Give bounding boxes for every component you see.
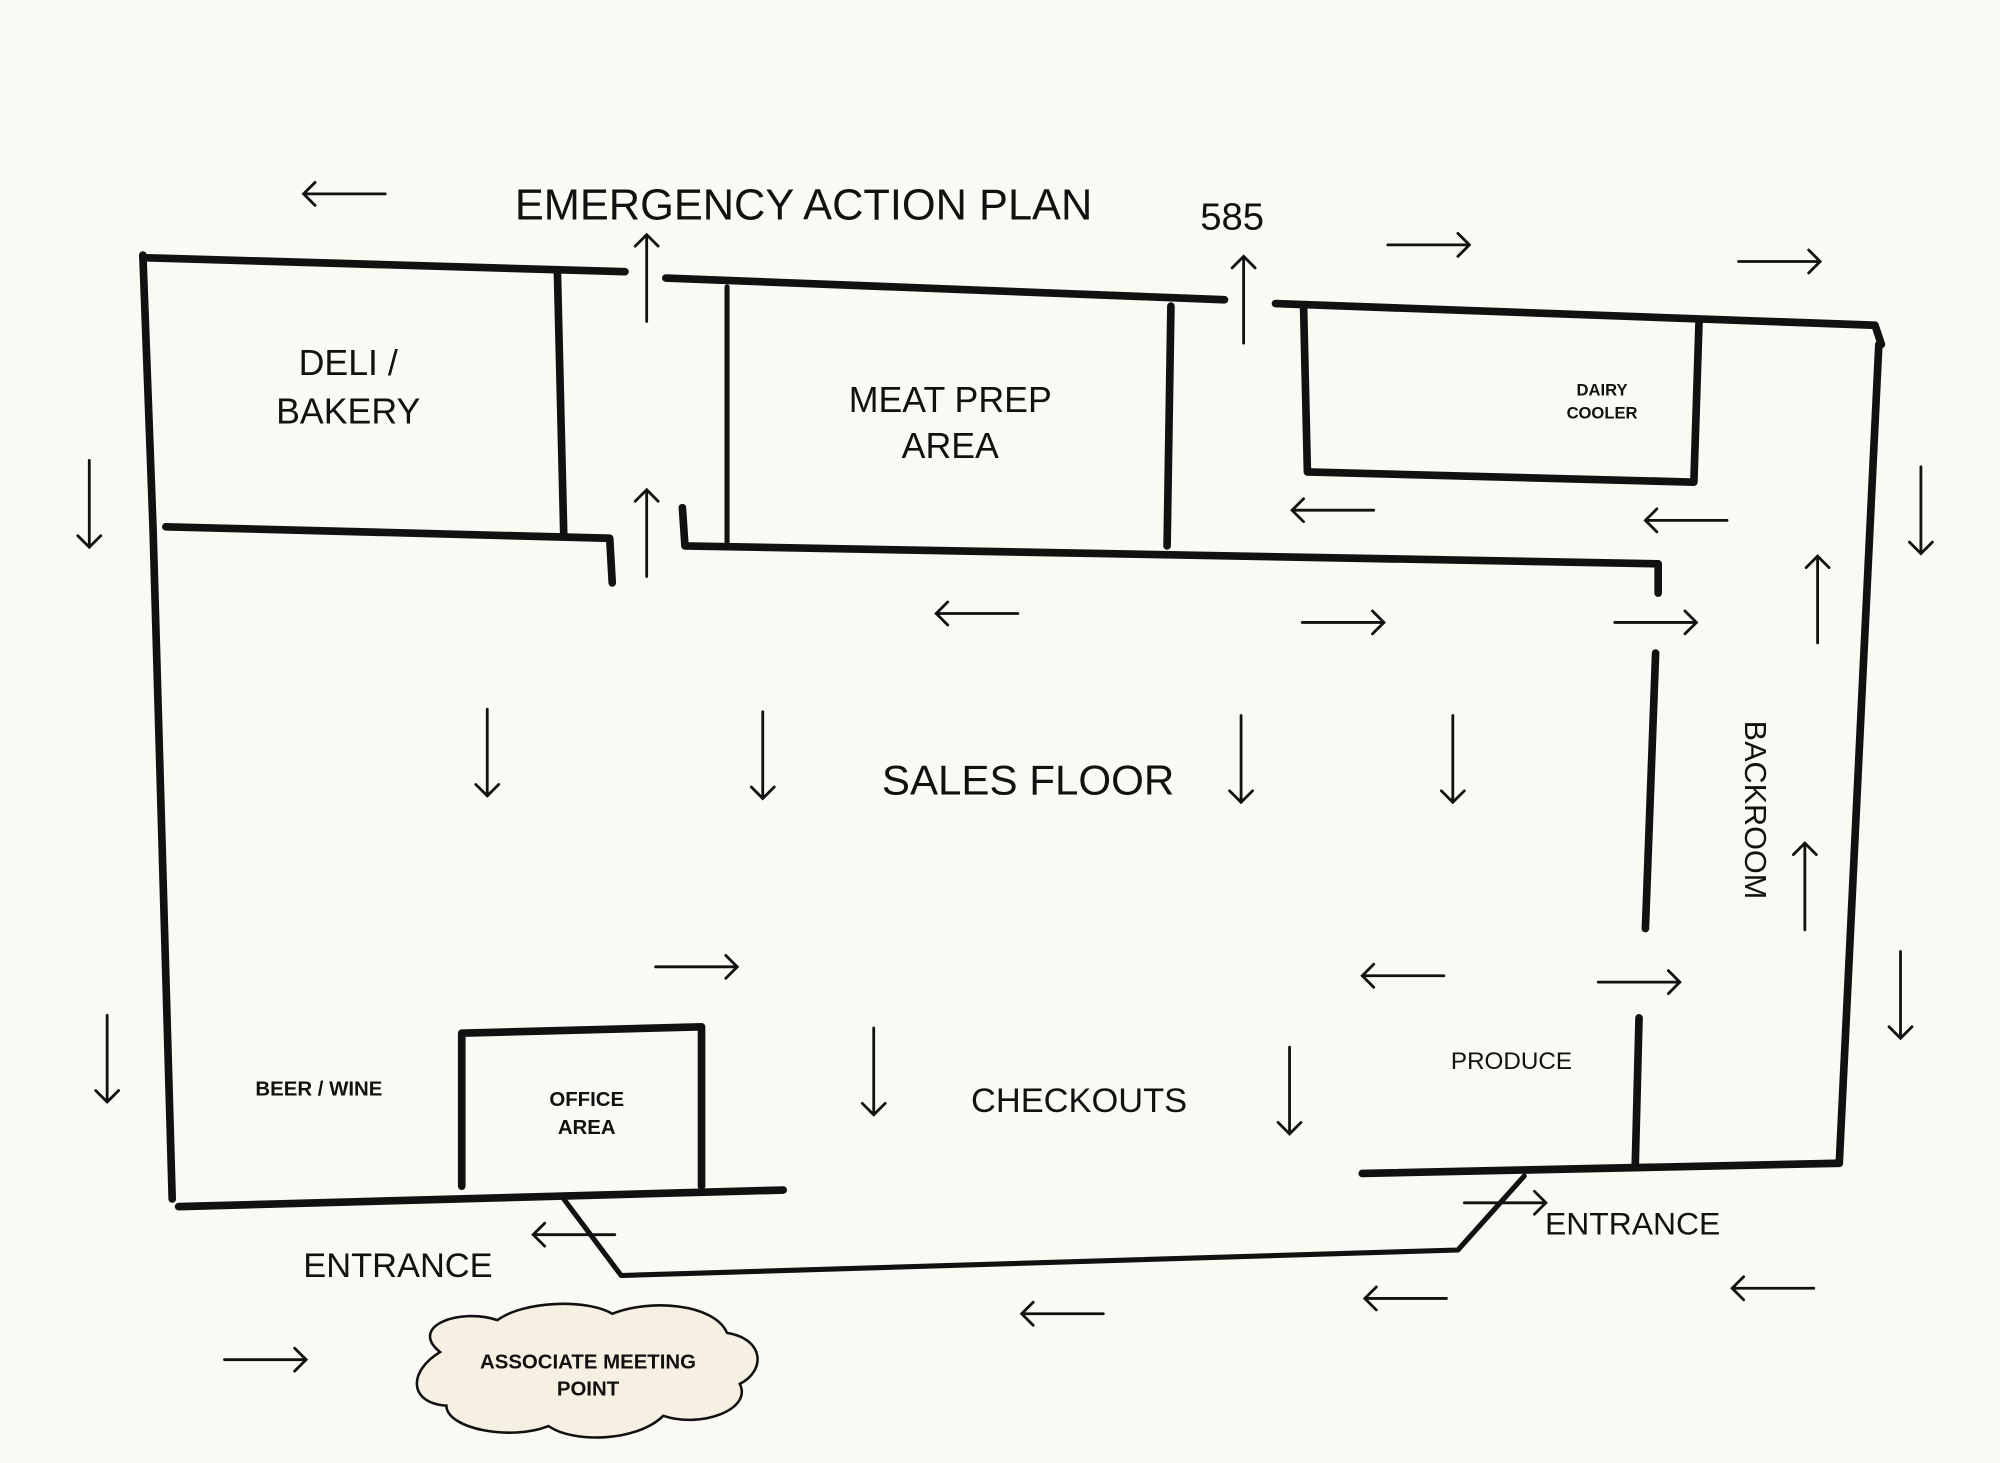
dairy-label-1: DAIRY	[1577, 380, 1628, 399]
arrow-down-icon	[1439, 714, 1466, 805]
meat-wall-right	[1163, 302, 1175, 550]
arrow-left-icon	[1290, 497, 1376, 524]
arrow-left-icon	[934, 600, 1020, 627]
dairy-cooler-walls	[1299, 302, 1703, 486]
evacuation-arrows	[76, 180, 1934, 1373]
arrow-right-icon	[223, 1346, 309, 1373]
meat-prep-label-2: AREA	[902, 426, 999, 466]
arrow-up-icon	[1791, 841, 1818, 932]
dairy-label-2: COOLER	[1567, 403, 1638, 422]
arrow-left-icon	[1360, 962, 1446, 989]
plan-title: EMERGENCY ACTION PLAN	[515, 181, 1092, 229]
arrow-up-icon	[633, 487, 660, 578]
walls	[139, 251, 1886, 1279]
bottom-wall-left	[174, 1186, 787, 1211]
arrow-right-icon	[1462, 1189, 1548, 1216]
arrow-right-icon	[654, 953, 740, 980]
arrow-left-icon	[1730, 1275, 1816, 1302]
arrow-left-icon	[1643, 507, 1729, 534]
bottom-wall-right	[1358, 1159, 1844, 1178]
arrow-right-icon	[1737, 248, 1823, 275]
office-walls	[457, 1022, 706, 1191]
deli-wall-bottom	[161, 522, 617, 587]
arrow-up-icon	[633, 232, 660, 323]
arrow-left-icon	[531, 1221, 617, 1248]
arrow-right-icon	[1386, 232, 1472, 258]
deli-label-2: BAKERY	[276, 391, 420, 431]
outer-wall-right	[1835, 340, 1883, 1168]
checkouts-label: CHECKOUTS	[971, 1082, 1187, 1120]
arrow-left-icon	[1019, 1300, 1105, 1327]
meeting-point-label-2: POINT	[557, 1378, 620, 1400]
beer-wine-label: BEER / WINE	[255, 1079, 382, 1101]
office-label-1: OFFICE	[549, 1089, 624, 1111]
entrance-left-label: ENTRANCE	[303, 1247, 492, 1285]
arrow-left-icon	[301, 180, 387, 207]
store-number: 585	[1200, 196, 1264, 239]
arrow-up-icon	[1804, 554, 1831, 645]
meat-wall-bottom	[678, 503, 1662, 597]
meeting-point-cloud	[415, 1302, 759, 1439]
backroom-wall-lower	[1631, 1014, 1643, 1171]
arrow-down-icon	[94, 1013, 121, 1105]
backroom-wall-upper	[1641, 649, 1660, 933]
top-wall-deli	[139, 253, 629, 276]
arrow-down-icon	[1228, 714, 1254, 805]
arrow-down-icon	[1276, 1045, 1303, 1136]
arrow-right-icon	[1613, 609, 1699, 636]
arrow-left-icon	[1362, 1285, 1448, 1312]
produce-label: PRODUCE	[1451, 1048, 1572, 1075]
office-label-2: AREA	[558, 1117, 616, 1139]
arrow-down-icon	[1887, 950, 1914, 1041]
arrow-down-icon	[860, 1026, 887, 1117]
deli-wall-right	[553, 267, 568, 540]
arrow-up-icon	[1230, 254, 1257, 345]
meeting-point-label-1: ASSOCIATE MEETING	[480, 1352, 696, 1374]
arrow-down-icon	[1908, 465, 1934, 556]
arrow-right-icon	[1596, 969, 1682, 996]
top-wall-right	[1271, 299, 1886, 349]
top-wall-meat	[661, 274, 1229, 304]
sales-floor-label: SALES FLOOR	[882, 757, 1174, 804]
arrow-right-icon	[1300, 609, 1386, 636]
entrance-right-label: ENTRANCE	[1545, 1206, 1720, 1242]
outer-wall-left	[139, 251, 177, 1203]
meat-prep-label-1: MEAT PREP	[849, 380, 1052, 420]
backroom-label: BACKROOM	[1738, 721, 1772, 900]
arrow-down-icon	[474, 707, 501, 798]
arrow-down-icon	[76, 459, 103, 550]
arrow-down-icon	[749, 710, 776, 801]
front-wall-vestibule	[561, 1173, 1527, 1279]
deli-label-1: DELI /	[299, 343, 398, 383]
